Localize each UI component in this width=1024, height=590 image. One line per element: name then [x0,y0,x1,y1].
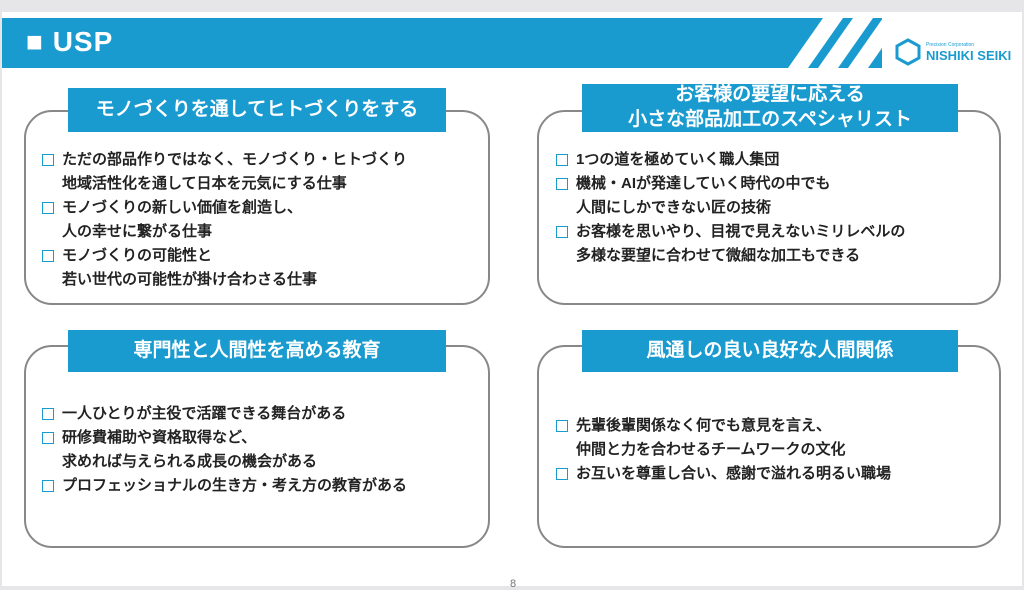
checkbox-bullet-icon [42,432,54,444]
header-band: ■ USP [2,18,882,68]
section-title-customer: お客様の要望に応える小さな部品加工のスペシャリスト [582,84,958,132]
slide: ■ USP Precision Corporation NISHIKI SEIK… [2,12,1022,590]
checkbox-bullet-icon [42,154,54,166]
bullet-list: ただの部品作りではなく、モノづくり・ヒトづくり地域活性化を通して日本を元気にする… [42,148,407,292]
list-item: モノづくりの新しい価値を創造し、人の幸せに繋がる仕事 [42,196,407,244]
list-item-text: 機械・AIが発達していく時代の中でも [576,175,831,192]
list-item-text: 仲間と力を合わせるチームワークの文化 [576,441,846,458]
list-item: モノづくりの可能性と若い世代の可能性が掛け合わさる仕事 [42,244,407,292]
list-item: ただの部品作りではなく、モノづくり・ヒトづくり地域活性化を通して日本を元気にする… [42,148,407,196]
list-item-text: モノづくりの可能性と [62,247,213,264]
list-item-text: 一人ひとりが主役で活躍できる舞台がある [62,405,347,422]
list-item-text: 研修費補助や資格取得など、 [62,429,257,446]
checkbox-bullet-icon [42,480,54,492]
list-item: 先輩後輩関係なく何でも意見を言え、仲間と力を合わせるチームワークの文化 [556,414,891,462]
checkbox-bullet-icon [556,420,568,432]
list-item-text: 多様な要望に合わせて微細な加工もできる [576,247,861,264]
checkbox-bullet-icon [42,202,54,214]
page-number: 8 [510,578,517,590]
list-item-text: 人間にしかできない匠の技術 [576,199,772,216]
section-title-line: 風通しの良い良好な人間関係 [646,339,894,361]
checkbox-bullet-icon [42,408,54,420]
section-title-monozukuri: モノづくりを通してヒトづくりをする [68,88,446,132]
list-item: 機械・AIが発達していく時代の中でも人間にしかできない匠の技術 [556,172,905,220]
hexagon-logo-icon [895,38,921,66]
checkbox-bullet-icon [42,250,54,262]
list-item-text: 地域活性化を通して日本を元気にする仕事 [62,175,347,192]
list-item: 一人ひとりが主役で活躍できる舞台がある [42,402,407,426]
list-item-text: 求めれば与えられる成長の機会がある [62,453,318,470]
section-title-education: 専門性と人間性を高める教育 [68,330,446,372]
checkbox-bullet-icon [556,468,568,480]
bullet-list: 一人ひとりが主役で活躍できる舞台がある研修費補助や資格取得など、求めれば与えられ… [42,402,407,498]
list-item-text: モノづくりの新しい価値を創造し、 [62,199,303,216]
list-item-text: お客様を思いやり、目視で見えないミリレベルの [576,223,906,240]
company-logo: Precision Corporation NISHIKI SEIKI [894,38,1011,66]
list-item-text: 1つの道を極めていく職人集団 [576,151,780,168]
list-item-text: 人の幸せに繋がる仕事 [62,223,213,240]
bullet-list: 先輩後輩関係なく何でも意見を言え、仲間と力を合わせるチームワークの文化お互いを尊… [556,414,891,486]
section-title-relationships: 風通しの良い良好な人間関係 [582,330,958,372]
list-item-text: 若い世代の可能性が掛け合わさる仕事 [62,271,318,288]
logo-tagline: Precision Corporation [926,41,975,48]
list-item-text: プロフェッショナルの生き方・考え方の教育がある [62,477,408,494]
list-item: お客様を思いやり、目視で見えないミリレベルの多様な要望に合わせて微細な加工もでき… [556,220,905,268]
checkbox-bullet-icon [556,226,568,238]
bullet-list: 1つの道を極めていく職人集団機械・AIが発達していく時代の中でも人間にしかできな… [556,148,905,268]
list-item: プロフェッショナルの生き方・考え方の教育がある [42,474,407,498]
list-item: 1つの道を極めていく職人集団 [556,148,905,172]
list-item-text: 先輩後輩関係なく何でも意見を言え、 [576,417,832,434]
section-title-line: 小さな部品加工のスペシャリスト [628,109,912,130]
section-title-line: モノづくりを通してヒトづくりをする [95,98,419,120]
section-title-line: 専門性と人間性を高める教育 [133,339,381,361]
list-item: お互いを尊重し合い、感謝で溢れる明るい職場 [556,462,891,486]
checkbox-bullet-icon [556,154,568,166]
list-item-text: ただの部品作りではなく、モノづくり・ヒトづくり [62,151,408,168]
list-item-text: お互いを尊重し合い、感謝で溢れる明るい職場 [576,465,892,482]
section-title-line: お客様の要望に応える [675,84,865,106]
slide-title: ■ USP [26,26,114,57]
list-item: 研修費補助や資格取得など、求めれば与えられる成長の機会がある [42,426,407,474]
logo-name: NISHIKI SEIKI [926,47,1012,63]
checkbox-bullet-icon [556,178,568,190]
